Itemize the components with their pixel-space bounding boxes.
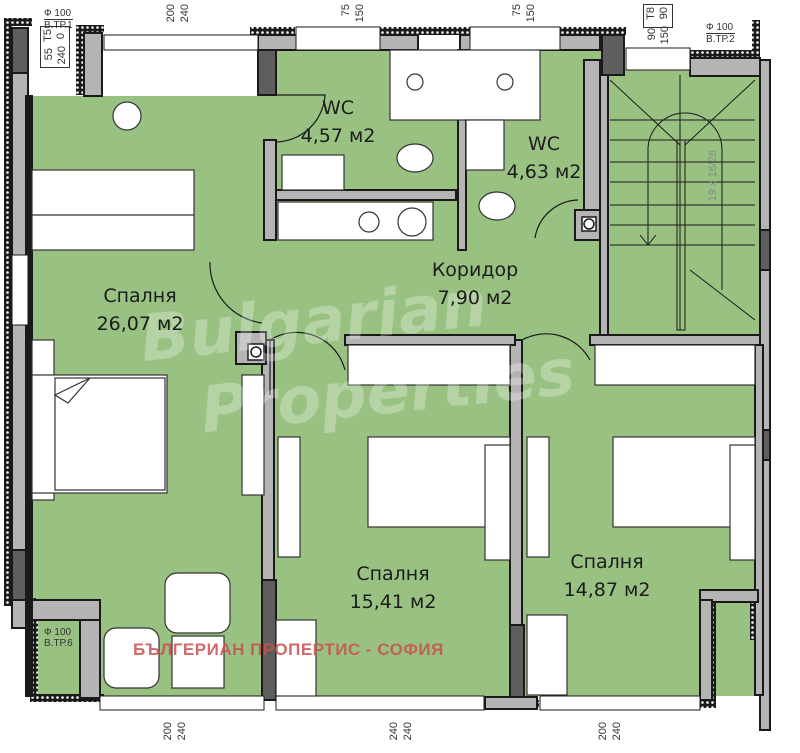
room-area: 15,41 м2 — [349, 591, 437, 613]
room-bedroom-1: Спалня 26,07 м2 — [70, 282, 210, 338]
round-table-icon — [112, 101, 142, 131]
room-bedroom-3: Спалня 14,87 м2 — [542, 548, 672, 604]
dim-bottom-2b: 240 — [402, 722, 414, 741]
room-name: WC — [527, 133, 561, 155]
room-wc-2: WC 4,63 м2 — [484, 130, 604, 186]
room-name: Спалня — [356, 563, 430, 585]
room-name: WC — [321, 97, 355, 119]
window-t5-dim-b: 240 — [56, 46, 68, 65]
sink-icon — [465, 119, 505, 171]
dim-top-3b: 150 — [525, 4, 537, 23]
wardrobe-icon — [347, 344, 511, 386]
dim-bottom-1a: 200 — [162, 722, 174, 741]
window-t8-dim-b: 150 — [659, 26, 671, 45]
toilet-icon — [478, 191, 516, 221]
armchair-icon — [103, 627, 160, 689]
room-name: Коридор — [431, 259, 519, 281]
desk-icon — [526, 436, 550, 558]
wardrobe-icon — [31, 169, 195, 251]
dim-bottom-2a: 240 — [388, 722, 400, 741]
room-area: 7,90 м2 — [437, 287, 513, 309]
staircase-label: 19 x 16/28 — [707, 150, 719, 202]
room-bedroom-2: Спалня 15,41 м2 — [328, 560, 458, 616]
agency-credit: БЪЛГЕРИАН ПРОПЕРТИС - СОФИЯ — [133, 640, 444, 659]
coffee-table-icon — [171, 635, 225, 689]
room-corridor: Коридор 7,90 м2 — [410, 256, 540, 312]
dim-top-3a: 75 — [511, 4, 523, 17]
window-tag-t8: T8 90 — [643, 4, 673, 28]
room-name: Спалня — [570, 551, 644, 573]
desk-icon — [277, 436, 301, 558]
window-t5-dim-a: 55 — [43, 48, 55, 61]
drain-tag-vtr6: Ф 100 В.ТР.6 — [44, 627, 73, 649]
sink-icon — [281, 154, 345, 191]
drain-shafts — [247, 216, 597, 361]
armchair-icon — [164, 572, 231, 634]
doors — [209, 94, 591, 395]
desk-icon — [241, 374, 265, 496]
desk-icon — [275, 619, 317, 697]
desk-icon — [526, 614, 568, 696]
room-wc-1: WC 4,57 м2 — [278, 94, 398, 150]
wardrobe-icon — [594, 344, 756, 386]
window-tag-t5: T5 0 — [40, 26, 70, 68]
room-name: Спалня — [103, 285, 177, 307]
dim-bottom-3a: 200 — [597, 722, 609, 741]
dim-top-2a: 75 — [340, 4, 352, 17]
room-area: 26,07 м2 — [96, 313, 184, 335]
room-area: 14,87 м2 — [563, 579, 651, 601]
room-area: 4,63 м2 — [506, 161, 582, 183]
furniture — [31, 49, 756, 697]
windows — [11, 26, 701, 711]
dim-bottom-3b: 240 — [611, 722, 623, 741]
drain-tag-vtr2: Ф 100 В.ТР.2 — [706, 22, 735, 45]
dim-bottom-1b: 240 — [176, 722, 188, 741]
dryer-icon — [397, 207, 427, 237]
drain-tag-vtr1: Ф 100 В.ТР.1 — [44, 8, 73, 31]
staircase — [609, 75, 756, 331]
dim-top-1a: 200 — [165, 4, 177, 23]
dim-top-2b: 150 — [354, 4, 366, 23]
room-area: 4,57 м2 — [300, 125, 376, 147]
toilet-icon — [396, 143, 434, 173]
window-t8-dim-a: 90 — [646, 28, 658, 41]
dim-top-1b: 240 — [179, 4, 191, 23]
washing-machine-icon — [358, 211, 380, 233]
